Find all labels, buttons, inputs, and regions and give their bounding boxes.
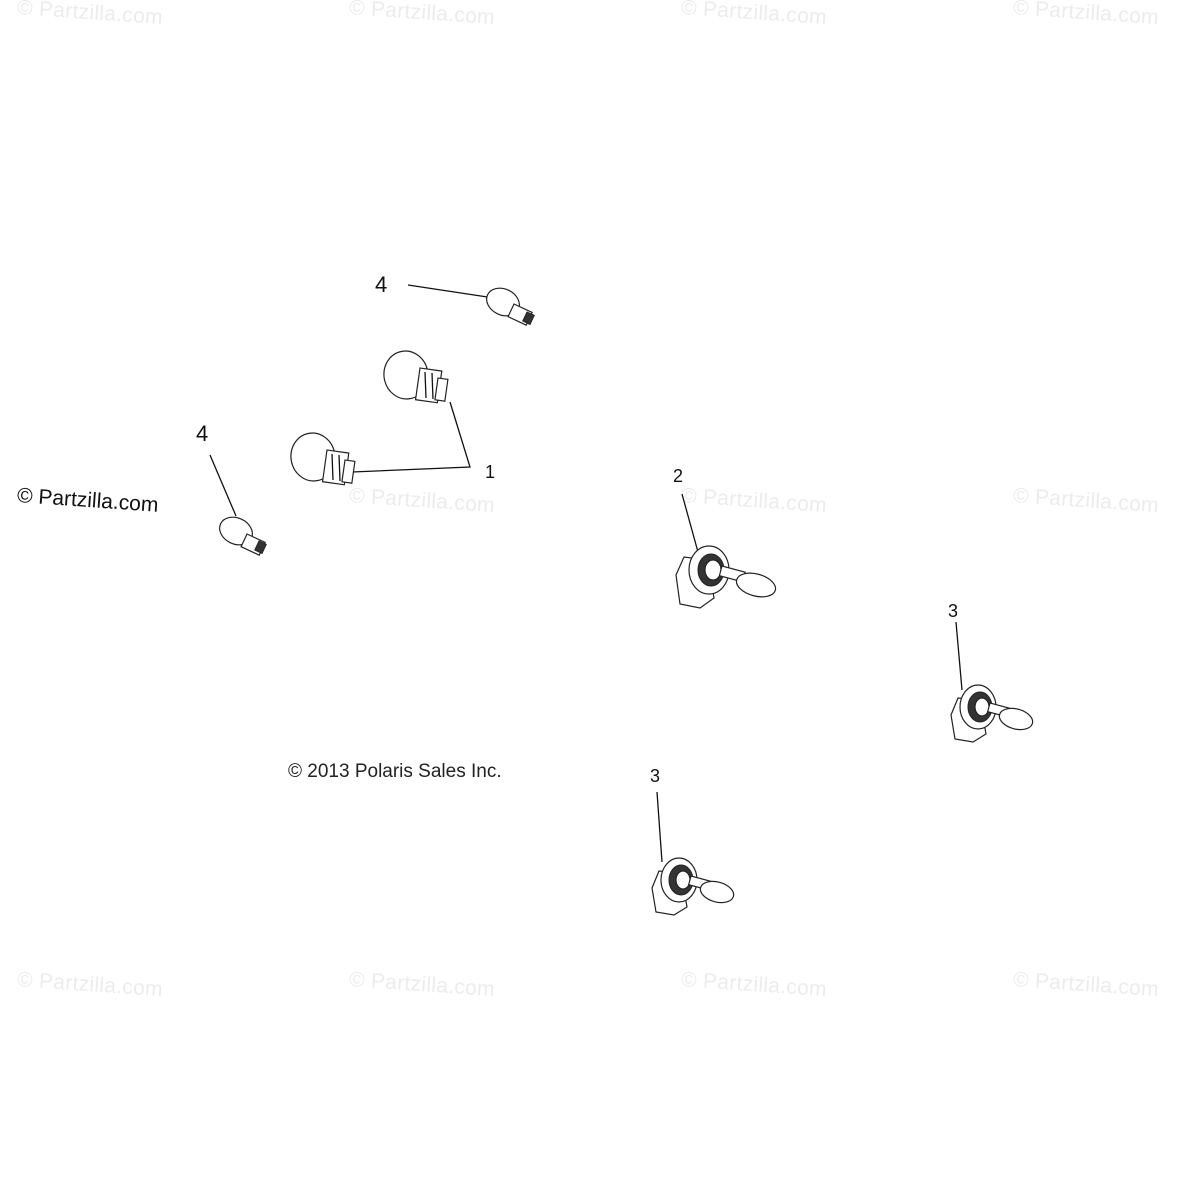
large-bulb-lower [290,432,356,486]
callout-3-lower: 3 [650,766,661,786]
leader-line-2 [681,493,699,553]
callout-2: 2 [673,466,684,486]
callout-4-lower: 4 [196,421,209,446]
wedge-bulb-upper [486,287,535,326]
callout-4-upper: 4 [375,272,388,297]
socket-bulb-2 [675,545,777,609]
wedge-bulb-lower [219,516,267,556]
callout-1: 1 [485,462,496,482]
socket-bulb-3-right [950,684,1034,743]
large-bulb-upper [383,350,449,404]
leader-line-4-upper [407,284,495,299]
socket-bulb-3-lower [651,857,735,916]
leader-line-4-lower [209,454,237,517]
copyright-notice: © 2013 Polaris Sales Inc. [288,761,502,782]
leader-line-3-right [955,621,963,691]
callout-3-right: 3 [948,601,959,621]
leader-line-3-lower [656,791,663,863]
leader-line-1 [351,401,471,473]
